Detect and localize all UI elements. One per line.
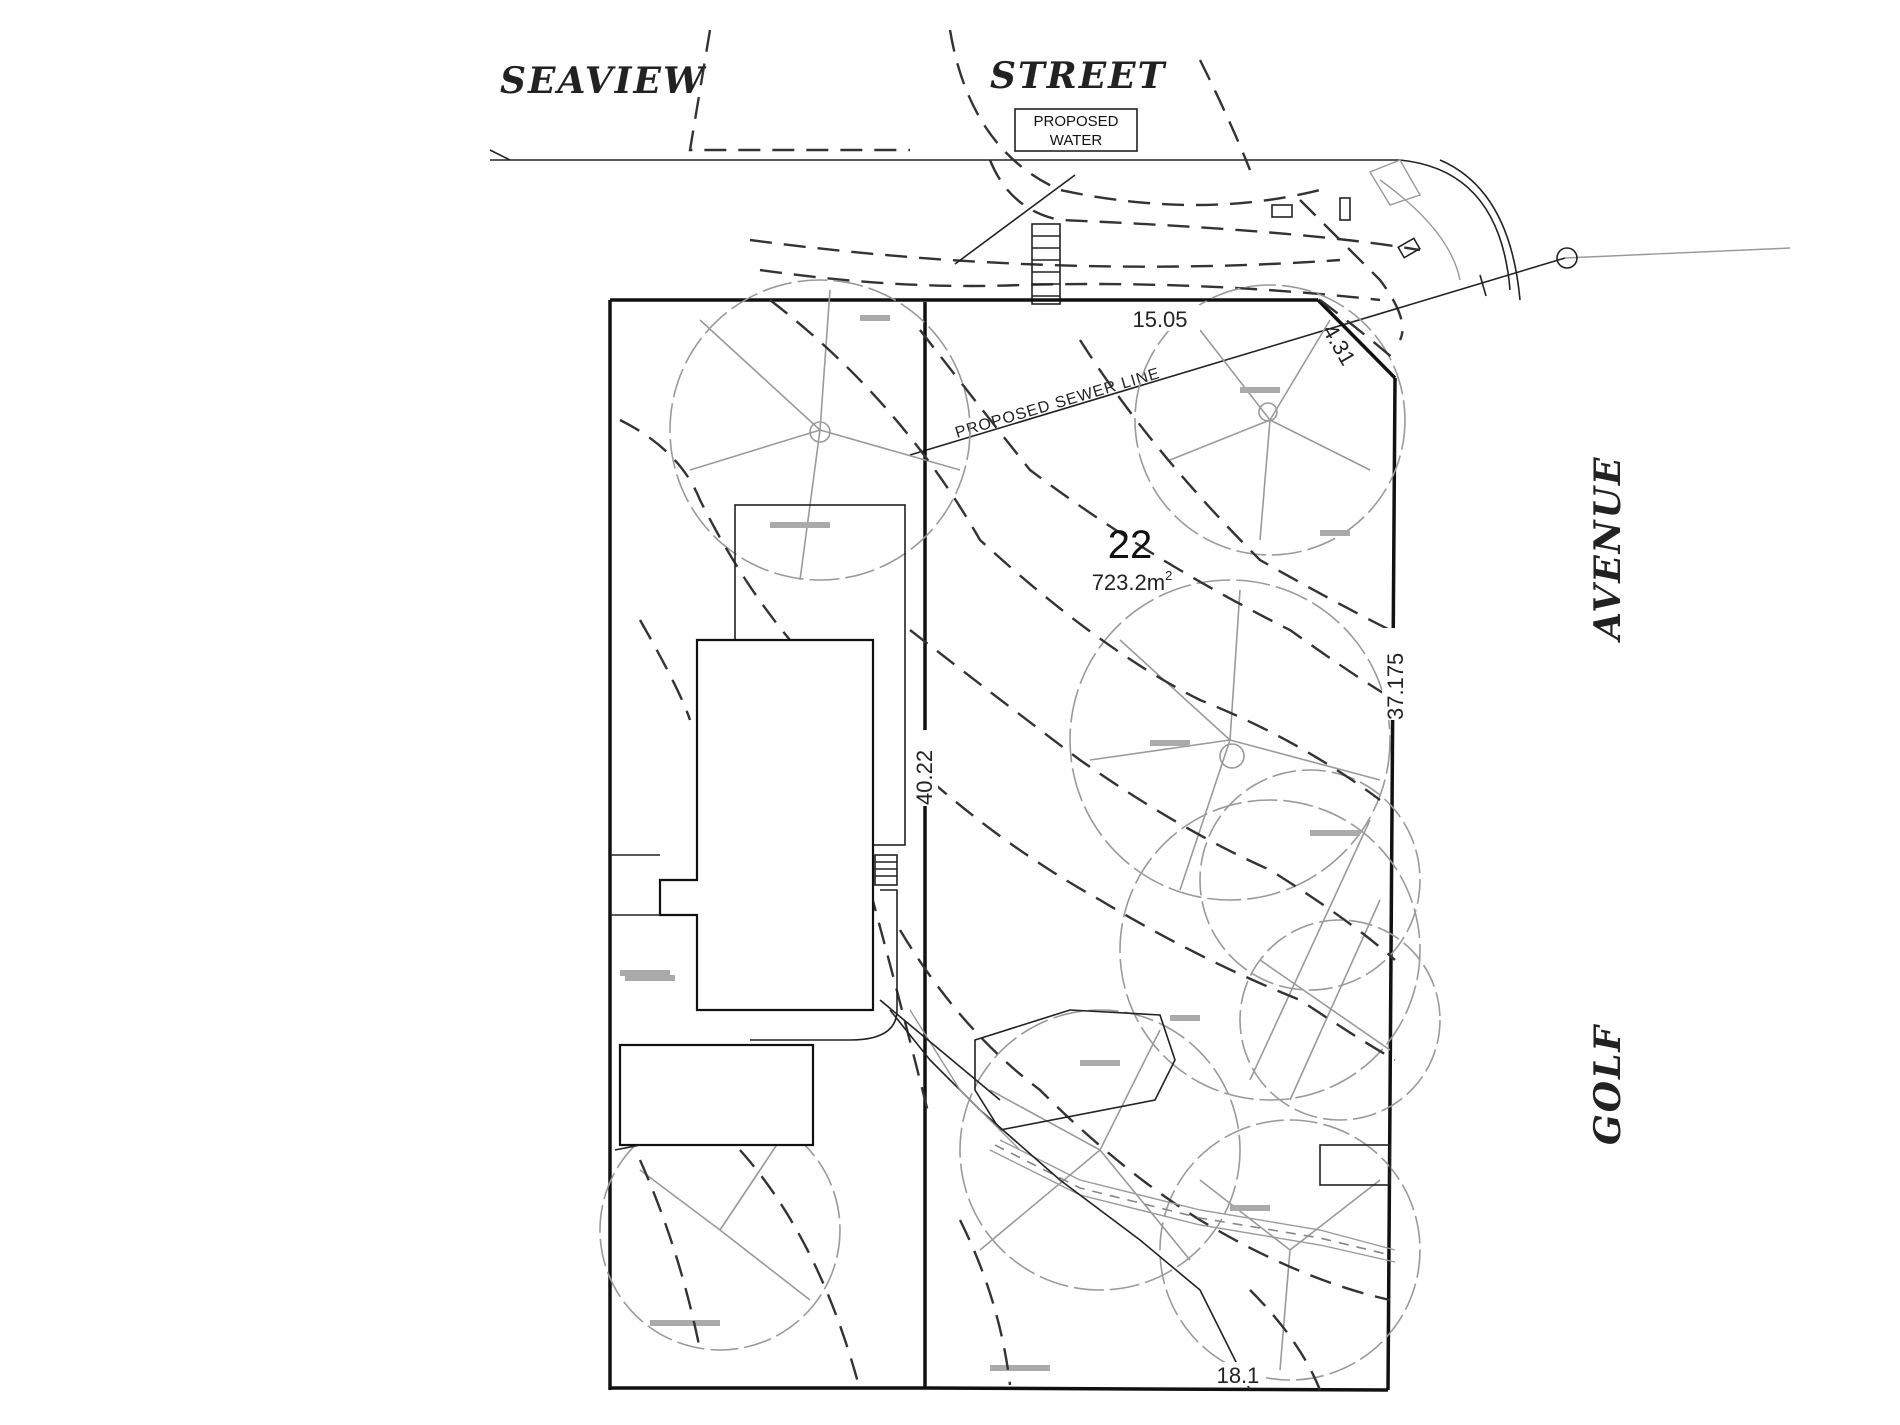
dimension-frontage: 15.05 bbox=[1132, 307, 1187, 332]
lot-label: 22 723.2m2 bbox=[1092, 523, 1173, 595]
proposed-water-text-1: PROPOSED bbox=[1033, 113, 1118, 130]
street-label-street: STREET bbox=[990, 55, 1167, 97]
tree-canopy bbox=[959, 1009, 1241, 1291]
proposed-sewer-label: PROPOSED SEWER LINE bbox=[953, 365, 1162, 442]
contour-lines-street bbox=[688, 29, 1461, 341]
water-meter-symbol bbox=[1031, 223, 1061, 305]
lot-area: 723.2m2 bbox=[1092, 568, 1173, 595]
tree-canopy bbox=[1159, 1119, 1421, 1381]
street-label-avenue: AVENUE bbox=[1587, 456, 1629, 643]
lot-number: 22 bbox=[1108, 523, 1153, 567]
neighbour-house bbox=[658, 638, 875, 1012]
neighbour-garage bbox=[618, 1043, 815, 1147]
contour-lines-lots bbox=[619, 299, 1396, 1391]
neighbour-buildings bbox=[610, 504, 1001, 1151]
tree-canopy bbox=[669, 279, 971, 581]
tree-canopies bbox=[599, 279, 1441, 1381]
survey-annotations bbox=[620, 315, 1360, 1371]
manhole-icon bbox=[1556, 247, 1578, 269]
neighbour-steps bbox=[874, 854, 898, 886]
dimension-rear: 18.1 bbox=[1217, 1363, 1260, 1388]
lot-boundary bbox=[608, 298, 1397, 1392]
tree-canopy bbox=[1069, 579, 1391, 901]
tree-canopy bbox=[1134, 284, 1406, 556]
street-label-golf: GOLF bbox=[1587, 1024, 1629, 1145]
street-features bbox=[1271, 159, 1422, 259]
dimension-east-side: 37.175 bbox=[1383, 653, 1408, 720]
proposed-sewer-line bbox=[909, 247, 1791, 456]
dimension-west-side: 40.22 bbox=[912, 750, 937, 805]
water-leader-line bbox=[954, 174, 1076, 265]
proposed-water-text-2: WATER bbox=[1050, 132, 1103, 149]
street-kerb-lines bbox=[489, 149, 1521, 301]
proposed-water-label: PROPOSED WATER bbox=[1014, 108, 1138, 152]
tree-canopy bbox=[1119, 769, 1441, 1121]
driveway-outline bbox=[889, 1009, 1396, 1391]
street-label-seaview: SEAVIEW bbox=[500, 60, 707, 102]
